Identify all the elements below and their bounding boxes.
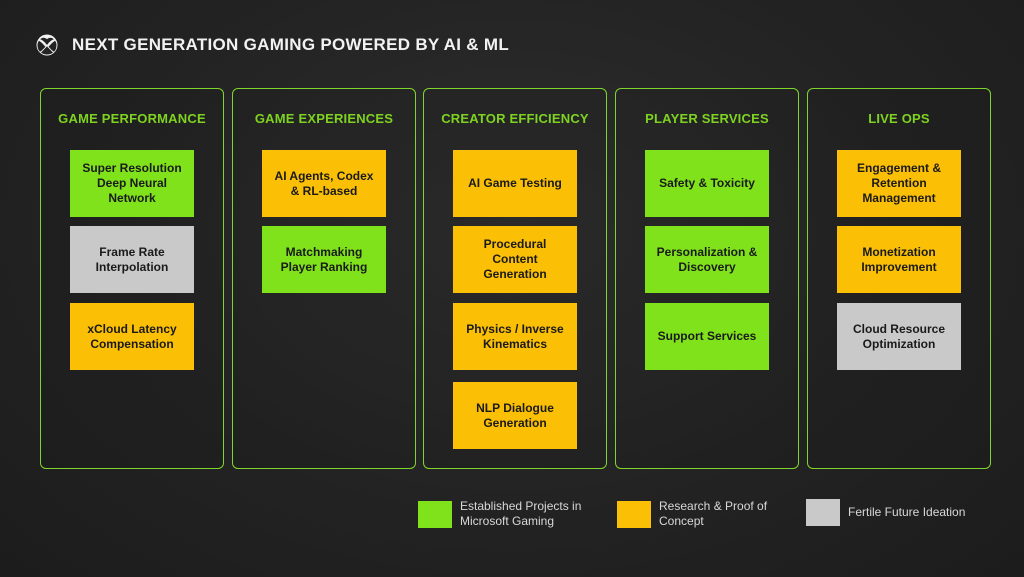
header: NEXT GENERATION GAMING POWERED BY AI & M… <box>36 33 509 57</box>
project-card: AI Agents, Codex & RL-based <box>262 150 386 217</box>
project-card-label: Engagement & Retention Management <box>856 161 941 205</box>
project-card: Engagement & Retention Management <box>837 150 961 217</box>
project-card: AI Game Testing <box>453 150 577 217</box>
column-game-performance: GAME PERFORMANCE Super Resolution Deep Ne… <box>40 88 224 469</box>
legend-label: Fertile Future Ideation <box>848 505 966 519</box>
legend-item-established: Established Projects in Microsoft Gaming <box>418 499 581 529</box>
project-card: Procedural Content Generation <box>453 226 577 293</box>
project-card: Frame Rate Interpolation <box>70 226 194 293</box>
project-card-label: Super Resolution Deep Neural Network <box>82 161 182 205</box>
project-card: Super Resolution Deep Neural Network <box>70 150 194 217</box>
project-card: Support Services <box>645 303 769 370</box>
project-card-label: Procedural Content Generation <box>483 237 547 281</box>
project-card-label: Monetization Improvement <box>861 244 937 274</box>
legend-swatch <box>617 500 651 528</box>
column-title: CREATOR EFFICIENCY <box>441 111 589 126</box>
category-columns: GAME PERFORMANCE Super Resolution Deep Ne… <box>40 88 993 471</box>
project-card-label: Support Services <box>657 329 757 343</box>
project-card: Cloud Resource Optimization <box>837 303 961 370</box>
legend-swatch <box>806 499 840 526</box>
project-card-label: AI Game Testing <box>468 176 562 190</box>
project-card-label: Frame Rate Interpolation <box>95 244 169 274</box>
page-title: NEXT GENERATION GAMING POWERED BY AI & M… <box>72 35 510 54</box>
legend-item-future: Fertile Future Ideation <box>806 499 965 526</box>
legend: Established Projects in Microsoft Gaming… <box>0 499 1024 533</box>
project-card-label: Cloud Resource Optimization <box>852 321 945 351</box>
column-title: GAME EXPERIENCES <box>254 111 394 126</box>
project-card: Physics / Inverse Kinematics <box>453 303 577 370</box>
column-game-experiences: GAME EXPERIENCES AI Agents, Codex & RL-ba… <box>232 88 416 469</box>
project-card: Personalization & Discovery <box>645 226 769 293</box>
project-card-label: AI Agents, Codex & RL-based <box>274 168 374 198</box>
legend-label: Research & Proof of Concept <box>659 499 768 528</box>
column-title: LIVE OPS <box>868 111 930 126</box>
project-card-label: Personalization & Discovery <box>656 244 758 274</box>
column-title: PLAYER SERVICES <box>645 111 769 126</box>
project-card: xCloud Latency Compensation <box>70 303 194 370</box>
project-card: NLP Dialogue Generation <box>453 382 577 449</box>
legend-swatch <box>418 500 452 528</box>
legend-item-research: Research & Proof of Concept <box>617 499 767 529</box>
legend-label: Established Projects in Microsoft Gaming <box>460 499 582 528</box>
project-card-label: Physics / Inverse Kinematics <box>466 321 564 351</box>
project-card: Matchmaking Player Ranking <box>262 226 386 293</box>
project-card-label: xCloud Latency Compensation <box>87 321 177 351</box>
column-title: GAME PERFORMANCE <box>58 111 206 126</box>
project-card: Monetization Improvement <box>837 226 961 293</box>
project-card: Safety & Toxicity <box>645 150 769 217</box>
project-card-label: Safety & Toxicity <box>659 176 755 190</box>
project-card-label: Matchmaking Player Ranking <box>280 244 368 274</box>
column-live-ops: LIVE OPS Engagement & Retention Managemen… <box>807 88 991 469</box>
xbox-logo-icon <box>36 34 58 56</box>
project-card-label: NLP Dialogue Generation <box>476 400 554 430</box>
